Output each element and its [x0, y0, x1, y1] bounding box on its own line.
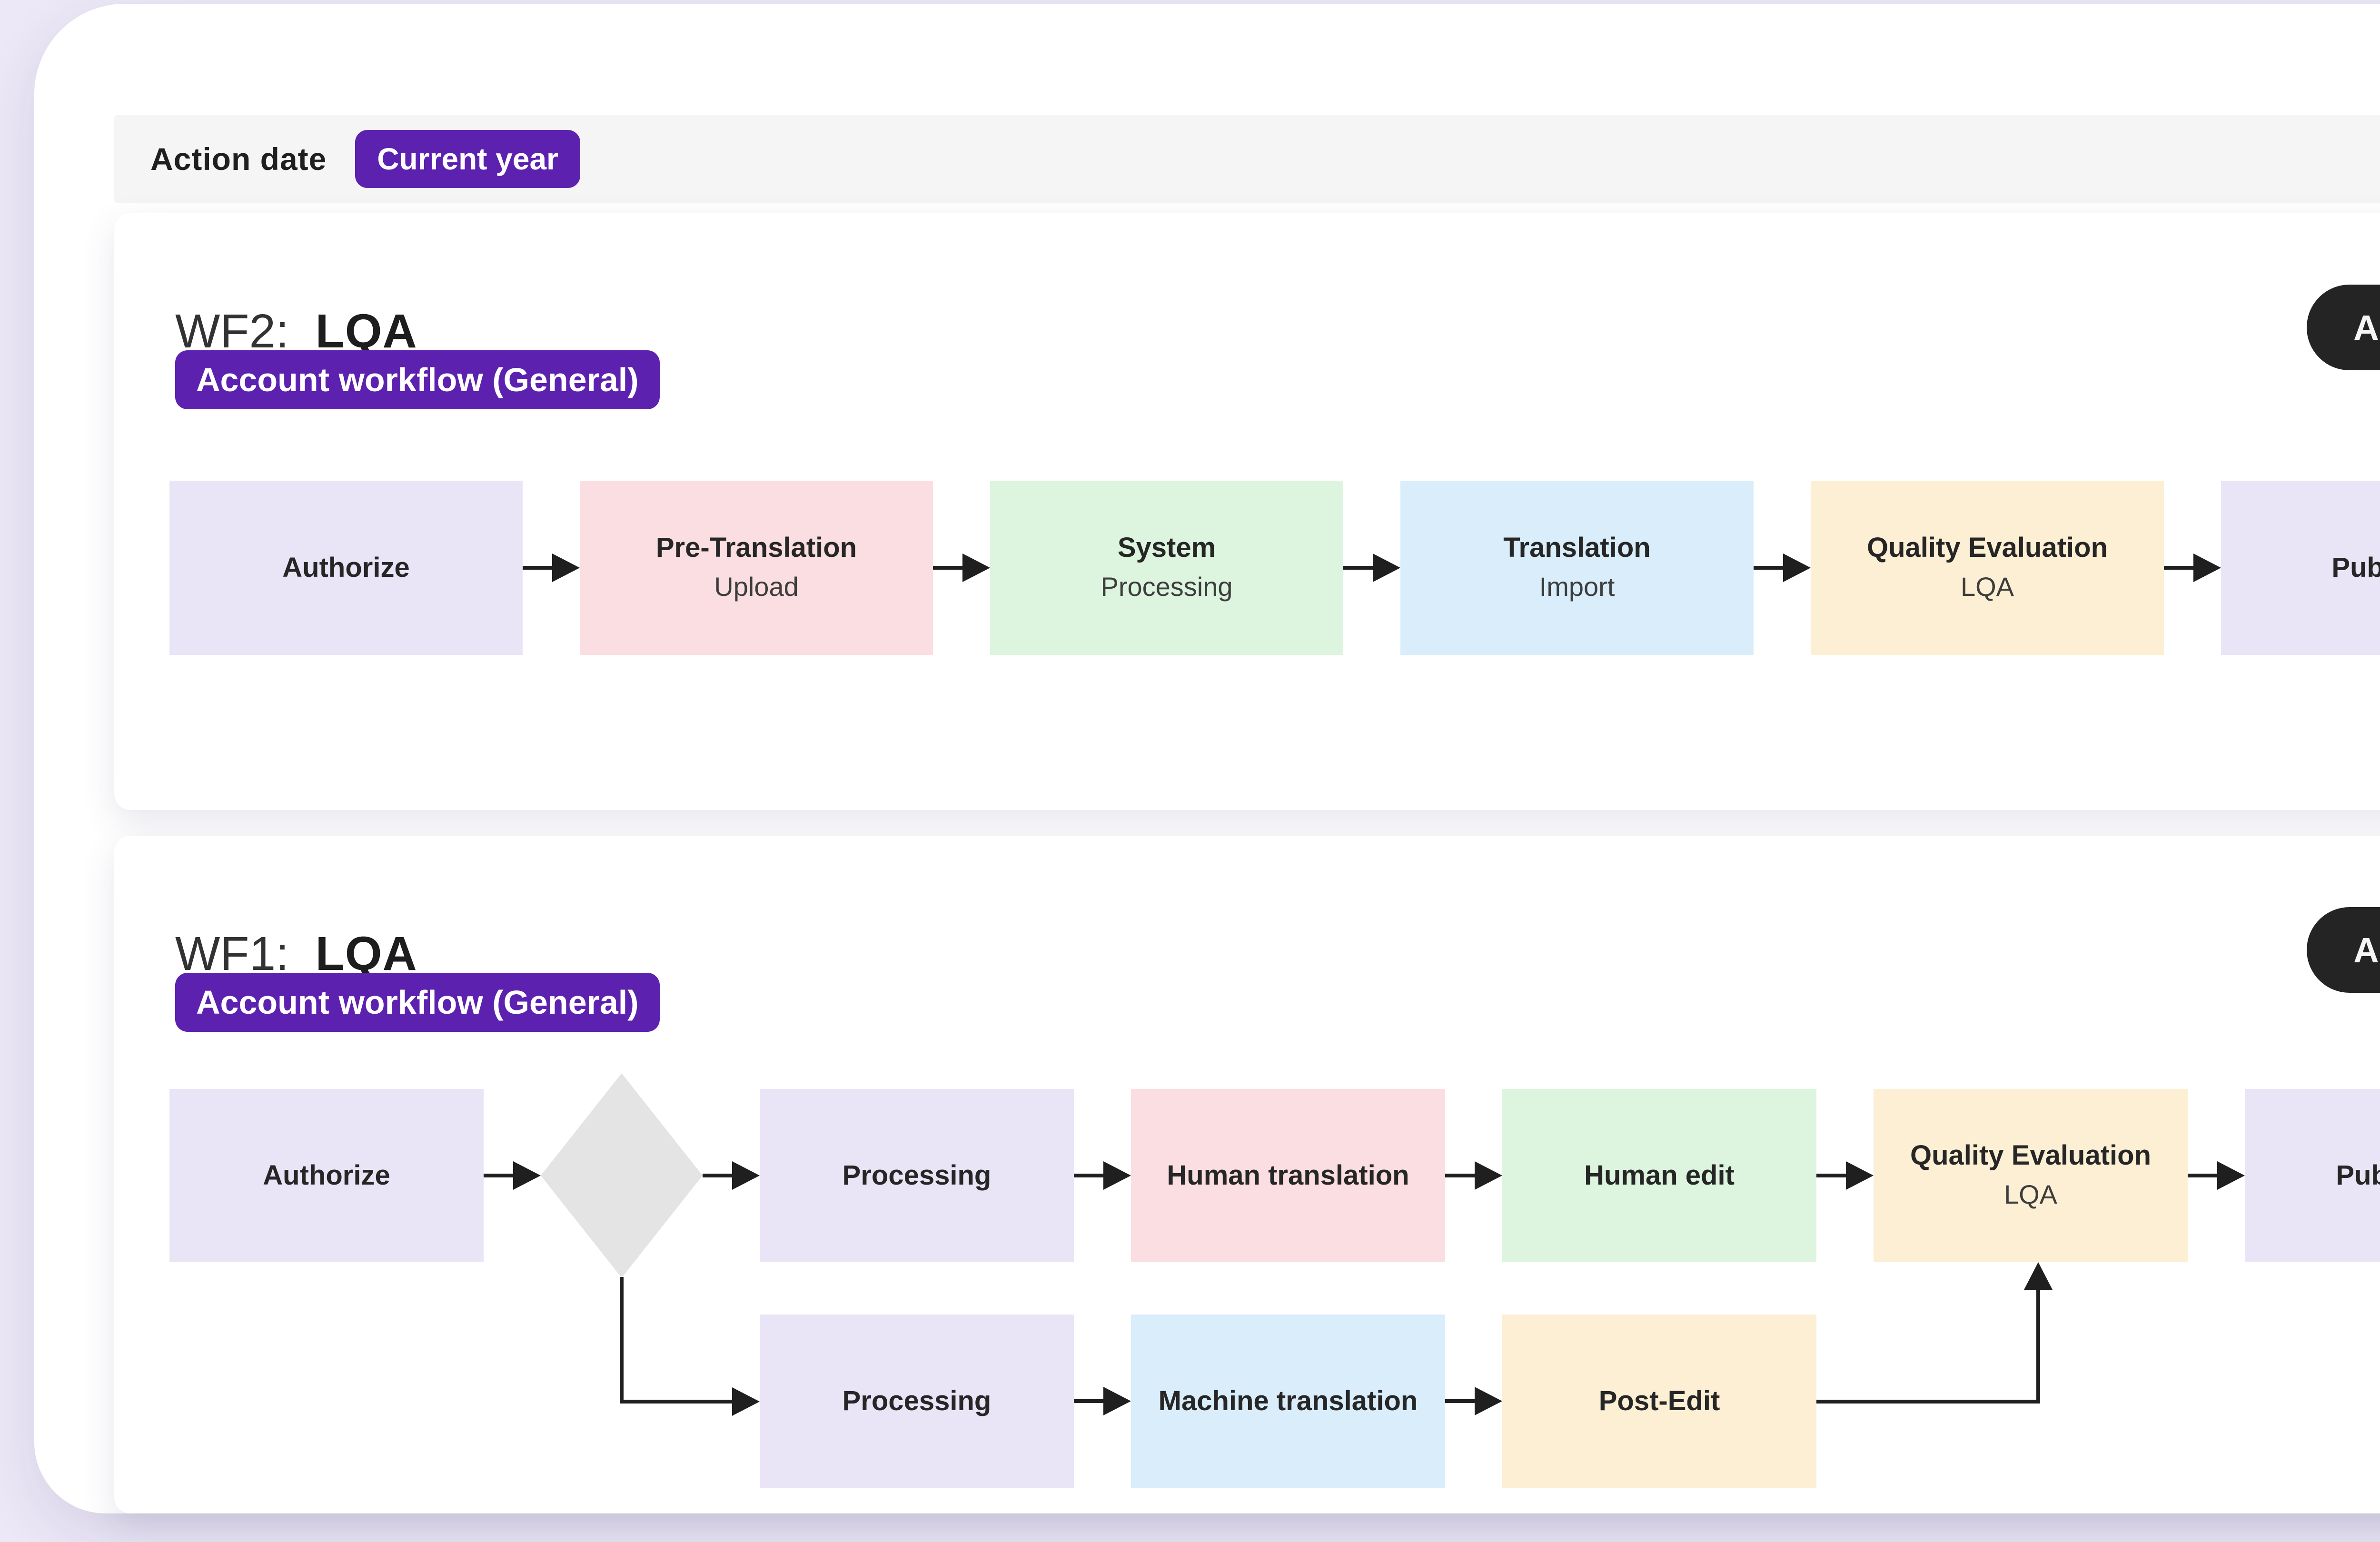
- flow-arrow-icon: [2188, 1089, 2245, 1262]
- workflow-type-badge: Account workflow (General): [175, 973, 660, 1032]
- step-title: System: [1117, 532, 1216, 563]
- step-subtitle: LQA: [1960, 571, 2014, 602]
- connector-arrowhead-icon: [732, 1387, 760, 1416]
- step-title: Authorize: [282, 552, 410, 583]
- flow-arrow-icon: [2164, 481, 2221, 654]
- workflow-type-badge: Account workflow (General): [175, 350, 660, 409]
- workflow-title: WF1: LQA: [175, 927, 417, 981]
- connector-decision-to-branch: [620, 1277, 624, 1401]
- workflow-steps-row: Authorize Pre-Translation Upload System …: [169, 481, 2380, 655]
- step-subtitle: LQA: [2003, 1179, 2058, 1209]
- workflow-id: WF2:: [175, 305, 289, 358]
- step-title: Machine translation: [1158, 1385, 1418, 1416]
- step-human-edit[interactable]: Human edit: [1502, 1089, 1816, 1262]
- step-subtitle: Import: [1539, 571, 1615, 602]
- step-subtitle: Processing: [1101, 571, 1233, 602]
- flow-arrow-icon: [1445, 1089, 1502, 1262]
- step-subtitle: Upload: [714, 571, 799, 602]
- step-system-processing[interactable]: System Processing: [990, 481, 1343, 655]
- filter-bar: Action date Current year: [114, 115, 2380, 203]
- workflow-card-wf1: WF1: LQA Account workflow (General) Add …: [114, 836, 2380, 1513]
- workflow-card-wf2: WF2: LQA Account workflow (General) Add …: [114, 213, 2380, 810]
- step-authorize[interactable]: Authorize: [169, 1089, 484, 1262]
- decision-diamond[interactable]: [541, 1073, 703, 1278]
- workflow-main-row: Authorize Processing Human translation H…: [169, 1073, 2380, 1278]
- step-human-translation[interactable]: Human translation: [1131, 1089, 1445, 1262]
- step-pre-translation[interactable]: Pre-Translation Upload: [580, 481, 933, 655]
- step-machine-translation[interactable]: Machine translation: [1131, 1315, 1445, 1488]
- step-title: Human translation: [1167, 1159, 1409, 1191]
- flow-arrow-icon: [523, 481, 580, 654]
- step-title: Processing: [842, 1159, 992, 1191]
- step-title: Processing: [842, 1385, 992, 1416]
- connector-postedit-to-quality: [2036, 1288, 2040, 1404]
- flow-arrow-icon: [933, 481, 990, 654]
- connector-arrowhead-icon: [2024, 1262, 2053, 1290]
- step-title: Quality Evaluation: [1867, 532, 2108, 563]
- step-processing-branch[interactable]: Processing: [760, 1315, 1074, 1488]
- step-title: Post-Edit: [1598, 1385, 1720, 1416]
- flow-arrow-icon: [1343, 481, 1400, 654]
- step-title: Translation: [1503, 532, 1651, 563]
- step-post-edit[interactable]: Post-Edit: [1502, 1315, 1816, 1488]
- flow-arrow-icon: [1754, 481, 1811, 654]
- step-title: Authorize: [263, 1159, 390, 1191]
- filter-label: Action date: [150, 141, 327, 177]
- workflow-title: WF2: LQA: [175, 304, 417, 359]
- step-processing[interactable]: Processing: [760, 1089, 1074, 1262]
- step-title: Quality Evaluation: [1910, 1140, 2151, 1171]
- workflow-name: LQA: [315, 305, 417, 358]
- step-published[interactable]: Published: [2221, 481, 2380, 655]
- connector-decision-to-branch: [620, 1400, 736, 1404]
- step-quality-evaluation[interactable]: Quality Evaluation LQA: [1874, 1089, 2188, 1262]
- workflow-name: LQA: [315, 927, 417, 980]
- flow-arrow-icon: [484, 1089, 541, 1262]
- step-title: Human edit: [1584, 1159, 1735, 1191]
- step-authorize[interactable]: Authorize: [169, 481, 523, 655]
- step-quality-evaluation[interactable]: Quality Evaluation LQA: [1811, 481, 2164, 655]
- step-translation-import[interactable]: Translation Import: [1400, 481, 1754, 655]
- flow-arrow-icon: [703, 1089, 760, 1262]
- step-published[interactable]: Published: [2245, 1089, 2380, 1262]
- filter-value-chip[interactable]: Current year: [355, 130, 580, 188]
- step-title: Published: [2336, 1159, 2380, 1191]
- flow-arrow-icon: [1445, 1315, 1502, 1488]
- flow-arrow-icon: [1816, 1089, 1874, 1262]
- flow-arrow-icon: [1074, 1315, 1131, 1488]
- flow-arrow-icon: [1074, 1089, 1131, 1262]
- connector-postedit-to-quality: [1816, 1400, 2040, 1404]
- workflow-id: WF1:: [175, 927, 289, 980]
- step-title: Pre-Translation: [655, 532, 857, 563]
- workflow-branch-row: Processing Machine translation Post-Edit: [760, 1315, 1816, 1488]
- add-steps-button[interactable]: Add steps: [2307, 907, 2380, 993]
- app-surface: Action date Current year WF2: LQA Accoun…: [34, 4, 2380, 1513]
- add-steps-button[interactable]: Add steps: [2307, 285, 2380, 370]
- step-title: Published: [2331, 552, 2380, 583]
